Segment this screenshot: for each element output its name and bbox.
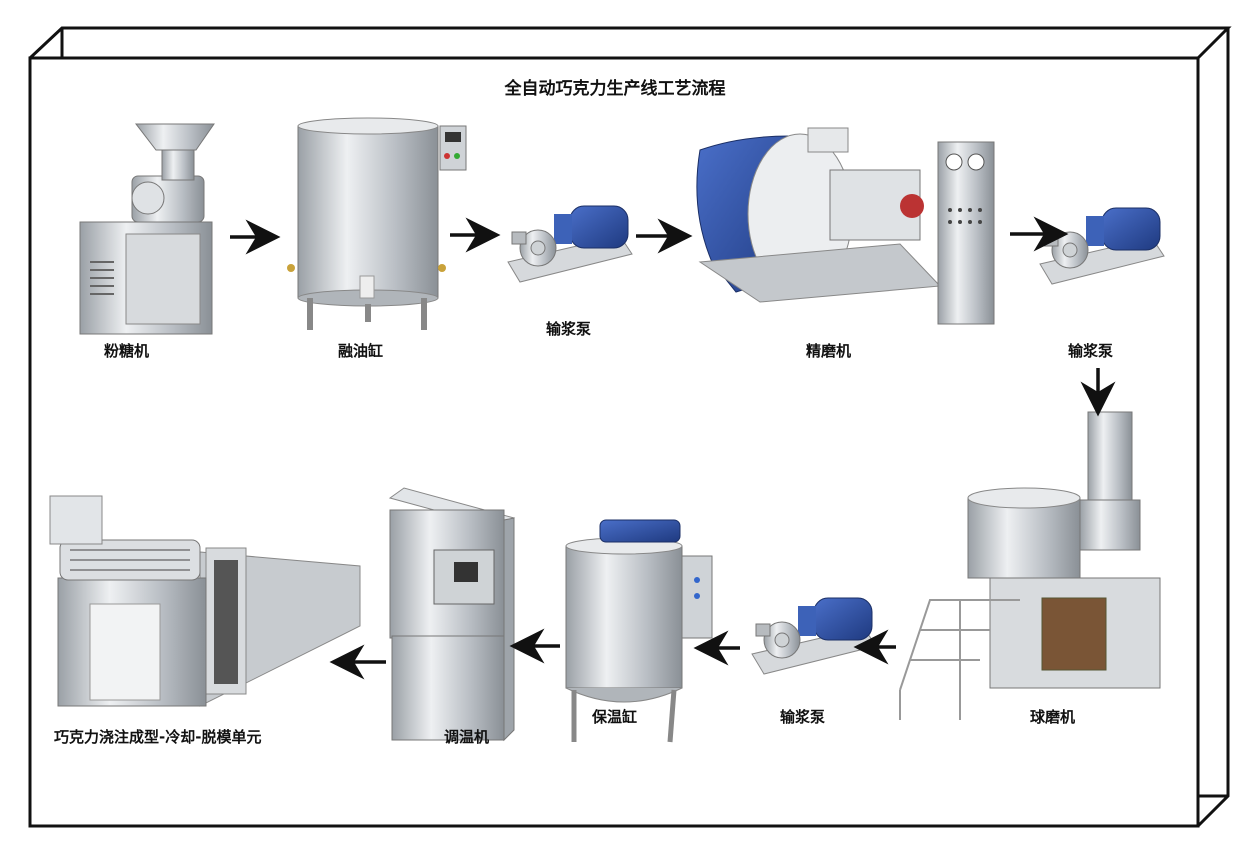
pump-3-machine xyxy=(751,597,877,675)
holding-tank-machine xyxy=(565,519,713,743)
label-conche: 精磨机 xyxy=(806,342,852,360)
diagram-title: 全自动巧克力生产线工艺流程 xyxy=(504,79,726,99)
pump-1-machine xyxy=(507,205,633,283)
label-pump-2: 输浆泵 xyxy=(1068,342,1114,360)
flow-arrows xyxy=(230,216,1116,680)
ball-mill-machine xyxy=(899,411,1161,720)
label-sugar-mill: 粉糖机 xyxy=(104,342,150,360)
label-pump-1: 输浆泵 xyxy=(546,320,592,338)
label-holding-tank: 保温缸 xyxy=(592,708,638,726)
label-tempering-machine: 调温机 xyxy=(444,728,490,746)
frame-box xyxy=(28,26,1232,828)
sugar-mill-machine xyxy=(79,123,215,335)
label-depositing-line: 巧克力浇注成型-冷却-脱模单元 xyxy=(54,728,262,746)
conche-machine xyxy=(696,127,995,325)
pump-2-machine xyxy=(1039,207,1165,285)
tempering-machine-machine xyxy=(388,487,516,742)
melting-tank-machine xyxy=(287,117,467,330)
label-melting-tank: 融油缸 xyxy=(338,342,384,360)
label-ball-mill: 球磨机 xyxy=(1030,708,1076,726)
label-pump-3: 输浆泵 xyxy=(780,708,826,726)
depositing-line-machine xyxy=(49,495,361,707)
